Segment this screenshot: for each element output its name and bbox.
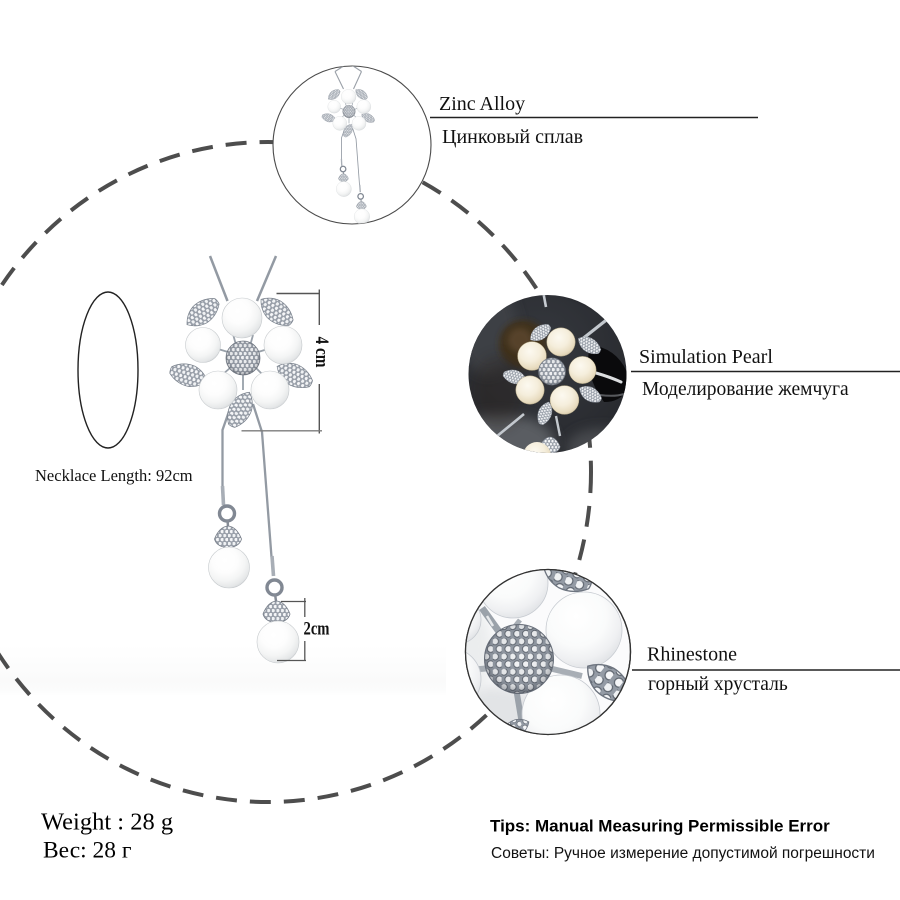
svg-text:Вес: 28 г: Вес: 28 г [43,838,132,864]
svg-text:Simulation Pearl: Simulation Pearl [639,346,773,368]
svg-text:2cm: 2cm [304,619,330,640]
svg-text:Weight : 28 g: Weight : 28 g [41,809,173,836]
svg-text:Rhinestone: Rhinestone [647,644,737,666]
svg-text:Моделирование жемчуга: Моделирование жемчуга [642,379,849,400]
svg-text:Zinc Alloy: Zinc Alloy [439,93,525,115]
svg-text:4 cm: 4 cm [311,337,332,368]
svg-text:Tips: Manual Measuring Permiss: Tips: Manual Measuring Permissible Error [490,817,830,836]
svg-text:Советы: Ручное измерение допус: Советы: Ручное измерение допустимой погр… [491,845,875,862]
svg-text:Necklace Length: 92cm: Necklace Length: 92cm [35,466,193,485]
svg-text:Цинковый сплав: Цинковый сплав [442,126,583,148]
svg-text:горный хрусталь: горный хрусталь [648,674,788,695]
